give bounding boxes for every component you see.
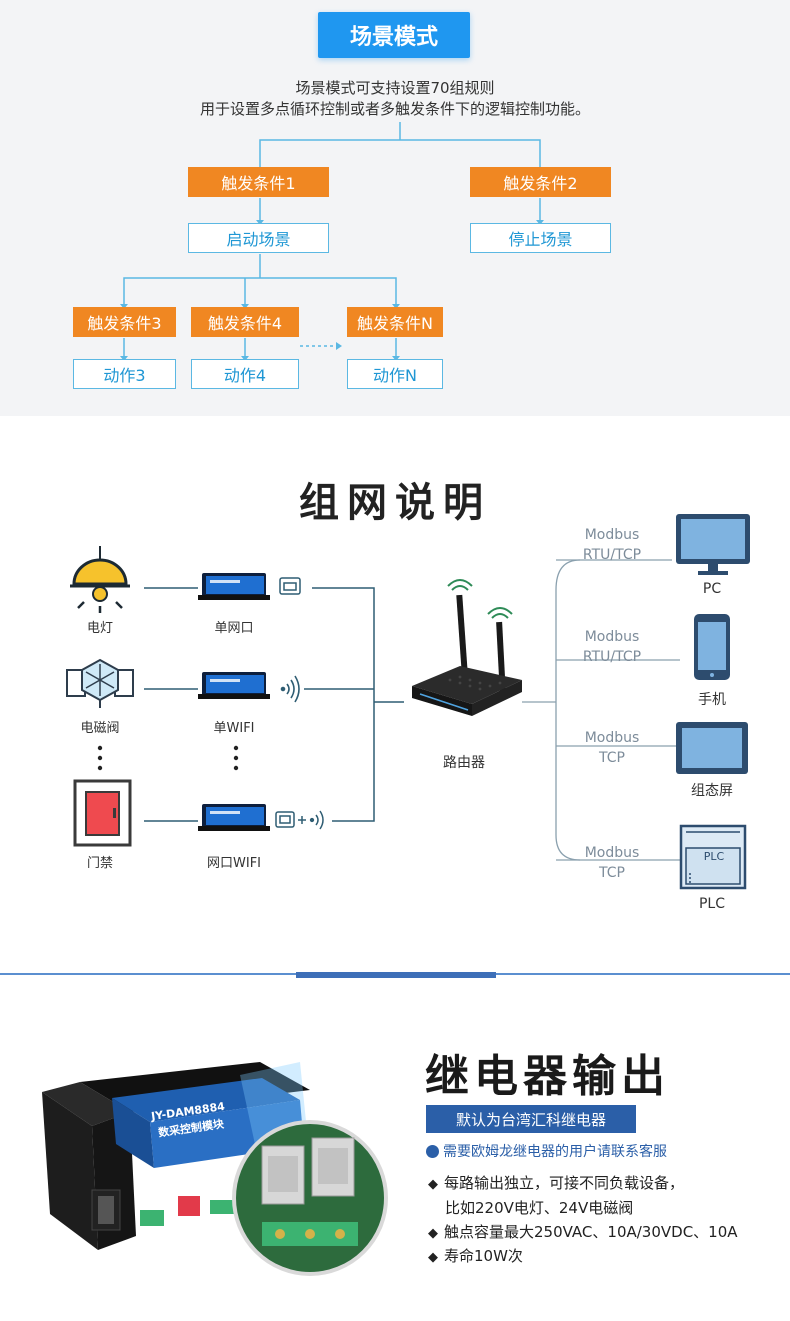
relay-bullet-2: ◆ 触点容量最大250VAC、10A/30VDC、10A	[428, 1221, 738, 1242]
section-divider-accent	[296, 972, 496, 978]
module-ethernet-wifi	[198, 804, 270, 831]
scene-mode-title: 场景模式	[318, 12, 470, 58]
phone-label: 手机	[698, 692, 726, 708]
action-n-box: 动作N	[347, 359, 443, 389]
router-icon	[412, 579, 522, 716]
relay-zoom-circle	[232, 1120, 388, 1276]
module-ethernet-wifi-label: 网口WIFI	[207, 856, 261, 871]
trigger-condition-n: 触发条件N	[347, 307, 443, 337]
pc-label: PC	[702, 581, 722, 597]
router-label: 路由器	[443, 755, 485, 771]
plc-protocol-line1: Modbus	[584, 845, 640, 861]
plc-screen-text: PLC	[703, 850, 725, 863]
relay-default-banner: 默认为台湾汇科继电器	[426, 1105, 636, 1133]
lamp-label: 电灯	[86, 621, 113, 636]
relay-module-device	[42, 1062, 310, 1250]
relay-bullet-1-cont: 比如220V电灯、24V电磁阀	[445, 1199, 634, 1217]
plc-label: PLC	[698, 896, 726, 912]
relay-output-title: 继电器输出	[425, 1051, 670, 1102]
relay-bullet-3: ◆ 寿命10W次	[428, 1245, 523, 1266]
customer-service-icon	[426, 1145, 439, 1158]
hmi-protocol-line1: Modbus	[584, 730, 640, 746]
phone-protocol-line2: RTU/TCP	[582, 649, 642, 665]
relay-contact-text: 需要欧姆龙继电器的用户请联系客服	[443, 1144, 667, 1160]
diamond-bullet-icon: ◆	[428, 1226, 438, 1241]
action-3-box: 动作3	[73, 359, 176, 389]
module-wifi-label: 单WIFI	[213, 721, 255, 736]
module-ethernet-label: 单网口	[214, 621, 254, 636]
relay-bullet-3-text: 寿命10W次	[444, 1247, 523, 1265]
solenoid-valve-icon	[66, 658, 134, 708]
trigger-condition-2: 触发条件2	[470, 167, 611, 197]
device-ellipsis	[97, 745, 239, 771]
trigger-condition-4: 触发条件4	[191, 307, 299, 337]
relay-bullet-1-text: 每路输出独立，可接不同负载设备，	[444, 1174, 685, 1192]
solenoid-valve-label: 电磁阀	[80, 721, 120, 736]
access-control-label: 门禁	[86, 856, 113, 871]
module-single-wifi	[198, 672, 270, 699]
diamond-bullet-icon: ◆	[428, 1250, 438, 1265]
scene-flow-connectors	[120, 122, 544, 361]
pc-protocol-line2: RTU/TCP	[582, 547, 642, 563]
diamond-bullet-icon: ◆	[428, 1177, 438, 1192]
access-control-icon	[73, 779, 132, 847]
scene-desc-line2: 用于设置多点循环控制或者多触发条件下的逻辑控制功能。	[199, 100, 590, 118]
hmi-protocol-line2: TCP	[599, 750, 625, 766]
lamp-icon	[70, 546, 130, 613]
relay-bullet-2-text: 触点容量最大250VAC、10A/30VDC、10A	[444, 1223, 738, 1241]
pc-protocol-line1: Modbus	[584, 527, 640, 543]
hmi-label: 组态屏	[691, 783, 733, 799]
relay-contact-note: 需要欧姆龙继电器的用户请联系客服	[426, 1141, 667, 1161]
trigger-condition-1: 触发条件1	[188, 167, 329, 197]
network-title: 组网说明	[299, 480, 491, 526]
plc-protocol-line2: TCP	[599, 865, 625, 881]
trigger-condition-3: 触发条件3	[73, 307, 176, 337]
phone-protocol-line1: Modbus	[584, 629, 640, 645]
wifi-signal-icon	[280, 675, 300, 703]
module-single-ethernet	[198, 573, 270, 600]
phone-icon	[694, 614, 730, 680]
scene-mode-section: 场景模式 场景模式可支持设置70组规则 用于设置多点循环控制或者多触发条件下的逻…	[0, 0, 790, 416]
relay-bullet-1: ◆ 每路输出独立，可接不同负载设备，	[428, 1172, 684, 1193]
action-4-box: 动作4	[191, 359, 299, 389]
hmi-screen-icon	[676, 722, 748, 774]
ethernet-port-icon	[279, 577, 301, 595]
start-scene-box: 启动场景	[188, 223, 329, 253]
stop-scene-box: 停止场景	[470, 223, 611, 253]
ethernet-wifi-icon	[275, 810, 324, 830]
scene-desc-line1: 场景模式可支持设置70组规则	[295, 79, 495, 97]
